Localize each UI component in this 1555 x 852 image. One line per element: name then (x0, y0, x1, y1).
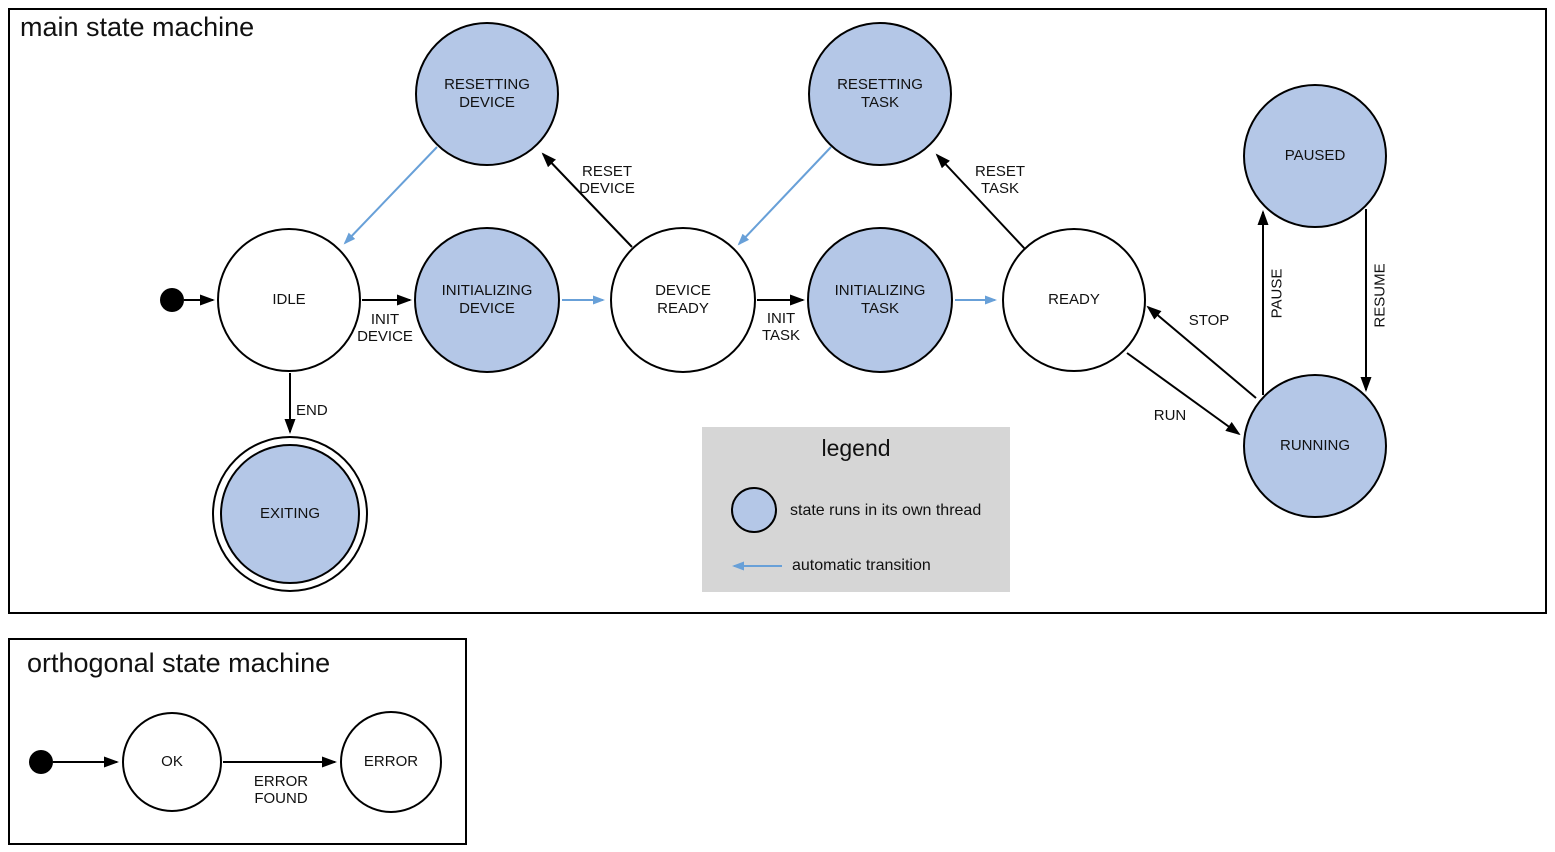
state-exiting: EXITING (220, 444, 360, 584)
state-device-ready-label: DEVICE READY (655, 282, 711, 317)
edge-device-ready-to-resetting-device (541, 152, 633, 248)
state-device-ready: DEVICE READY (610, 227, 756, 373)
state-ok-label: OK (161, 753, 183, 770)
state-ready-label: READY (1048, 291, 1100, 308)
thread-state-sample-icon (731, 487, 777, 533)
main-panel-title: main state machine (20, 12, 255, 42)
state-initializing-task-label: INITIALIZING TASK (834, 282, 926, 317)
state-initializing-device: INITIALIZING DEVICE (414, 227, 560, 373)
transition-label-init-task: INIT TASK (761, 310, 801, 344)
state-exiting-label: EXITING (259, 505, 320, 522)
state-idle-label: IDLE (272, 291, 306, 308)
state-idle: IDLE (217, 228, 361, 372)
transition-label-reset-task: RESET TASK (974, 163, 1025, 197)
main-state-machine-panel (8, 8, 1547, 614)
state-ready: READY (1002, 228, 1146, 372)
legend-panel: legend state runs in its own thread auto… (702, 427, 1010, 592)
edge-auto-resetting-task-to-device-ready (737, 146, 832, 246)
transition-label-stop: STOP (1188, 312, 1230, 329)
state-initializing-device-label: INITIALIZING DEVICE (441, 282, 533, 317)
state-resetting-device-label: RESETTING DEVICE (444, 76, 530, 111)
edge-running-to-ready-stop (1146, 305, 1257, 399)
transition-label-resume: RESUME (1371, 263, 1389, 328)
state-initializing-task: INITIALIZING TASK (807, 227, 953, 373)
state-error: ERROR (340, 711, 442, 813)
state-paused: PAUSED (1243, 84, 1387, 228)
transition-label-end: END (296, 402, 328, 419)
edge-ready-to-running-run (1126, 352, 1241, 436)
legend-auto-transition-label: automatic transition (792, 557, 931, 574)
initial-state-dot-ortho (29, 750, 53, 774)
legend-thread-state-label: state runs in its own thread (790, 502, 982, 519)
state-running-label: RUNNING (1280, 437, 1350, 454)
transition-label-run: RUN (1153, 407, 1187, 424)
transition-label-init-device: INIT DEVICE (357, 311, 413, 345)
orthogonal-state-machine-panel (8, 638, 467, 845)
ortho-panel-title: orthogonal state machine (27, 648, 331, 678)
edge-ready-to-resetting-task (935, 153, 1026, 250)
state-resetting-device: RESETTING DEVICE (415, 22, 559, 166)
state-resetting-task-label: RESETTING TASK (837, 76, 923, 111)
transition-label-reset-device: RESET DEVICE (579, 163, 635, 197)
initial-state-dot-main (160, 288, 184, 312)
state-paused-label: PAUSED (1284, 147, 1346, 164)
automatic-transition-sample-icon (732, 561, 782, 571)
transition-label-pause: PAUSE (1268, 268, 1286, 319)
legend-title: legend (821, 435, 891, 461)
state-running: RUNNING (1243, 374, 1387, 518)
edge-auto-resetting-device-to-idle (343, 146, 438, 245)
transition-label-error-found: ERROR FOUND (253, 773, 309, 807)
state-resetting-task: RESETTING TASK (808, 22, 952, 166)
state-error-label: ERROR (363, 753, 419, 770)
state-ok: OK (122, 712, 222, 812)
